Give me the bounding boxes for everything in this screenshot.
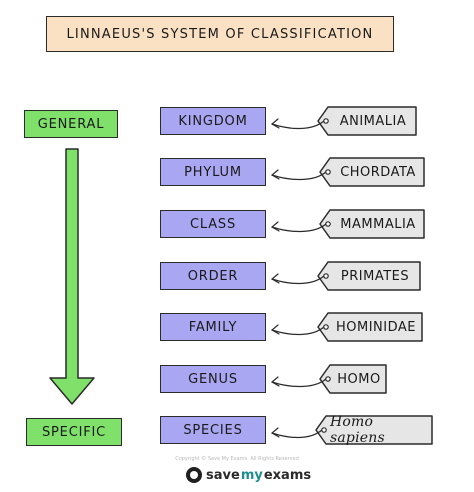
example-tag-species: Homo sapiens: [330, 414, 385, 446]
example-tag-shape: [319, 157, 425, 187]
connector-line: [271, 223, 327, 233]
rank-box-class: CLASS: [160, 210, 266, 238]
rank-box-order: ORDER: [160, 262, 266, 290]
tag-hole-icon: [325, 169, 331, 175]
example-tag-phylum: CHORDATA: [340, 164, 416, 180]
example-tag-class: MAMMALIA: [340, 216, 416, 232]
connector-line: [271, 120, 325, 130]
copyright-notice: Copyright © Save My Exams. All Rights Re…: [175, 456, 299, 462]
arrowhead-icon: [270, 118, 280, 129]
general-label: GENERAL: [24, 110, 118, 138]
example-tag-genus: HOMO: [337, 371, 381, 387]
save-my-exams-logo: save my exams: [186, 466, 311, 484]
arrowhead-icon: [270, 273, 280, 284]
tag-hole-icon: [323, 324, 329, 330]
example-tag-shape: [317, 312, 423, 342]
specific-label: SPECIFIC: [26, 418, 122, 446]
tag-hole-icon: [325, 376, 331, 382]
general-to-specific-arrow: [49, 148, 95, 405]
rank-box-kingdom: KINGDOM: [160, 107, 266, 135]
rank-box-species: SPECIES: [160, 416, 266, 444]
connector-line: [271, 429, 323, 439]
logo-mark-icon: [186, 467, 202, 483]
connector-line: [271, 378, 327, 388]
rank-box-genus: GENUS: [160, 365, 266, 393]
logo-text-my: my: [240, 467, 263, 483]
arrowhead-icon: [270, 427, 280, 438]
diagram-title: LINNAEUS'S SYSTEM OF CLASSIFICATION: [46, 16, 394, 52]
arrowhead-icon: [270, 169, 280, 180]
tag-hole-icon: [323, 273, 329, 279]
logo-text-save: save: [206, 467, 240, 483]
rank-box-phylum: PHYLUM: [160, 158, 266, 186]
logo-text-exams: exams: [263, 467, 312, 483]
connector-line: [271, 275, 325, 285]
example-tag-kingdom: ANIMALIA: [339, 113, 407, 129]
connector-line: [271, 171, 327, 181]
example-tag-family: HOMINIDAE: [335, 319, 416, 335]
example-tag-shape: [319, 364, 387, 394]
connector-line: [271, 326, 325, 336]
example-tag-shape: [317, 106, 417, 136]
arrowhead-icon: [270, 324, 280, 335]
example-tag-shape: [315, 415, 433, 445]
arrowhead-icon: [270, 376, 280, 387]
example-tag-order: PRIMATES: [340, 268, 410, 284]
tag-hole-icon: [325, 221, 331, 227]
arrowhead-icon: [270, 221, 280, 232]
rank-box-family: FAMILY: [160, 313, 266, 341]
example-tag-shape: [319, 209, 425, 239]
tag-hole-icon: [321, 427, 327, 433]
tag-hole-icon: [323, 118, 329, 124]
example-tag-shape: [317, 261, 421, 291]
